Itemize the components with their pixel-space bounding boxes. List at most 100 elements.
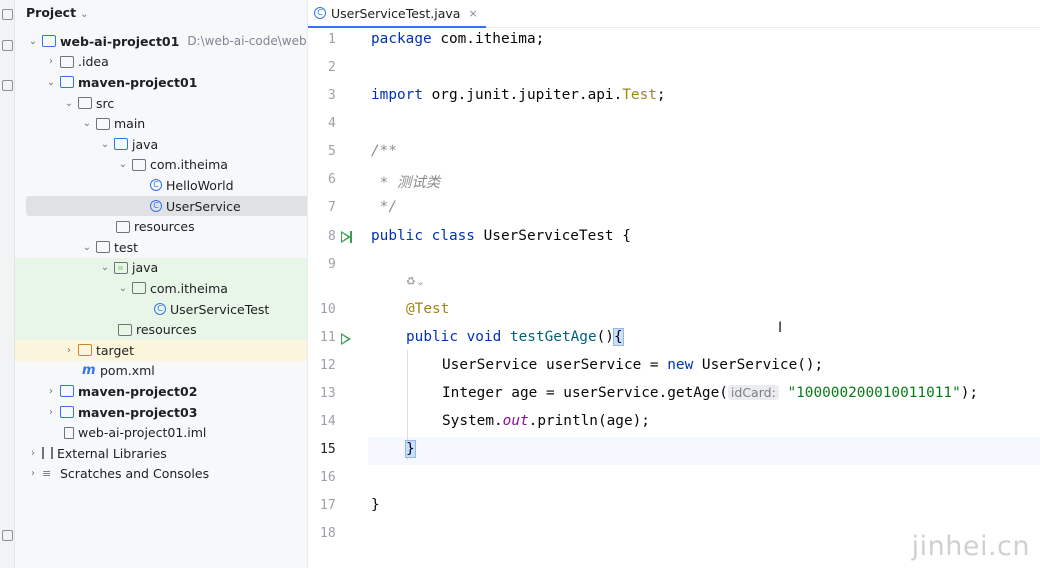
code-token: }: [405, 440, 416, 458]
excluded-folder-icon: [78, 344, 92, 357]
tree-item-main[interactable]: ⌄ main: [15, 113, 307, 134]
line-number: 13: [320, 386, 336, 401]
code-line-10: @Test: [406, 301, 450, 317]
tree-item-maven-project02[interactable]: › maven-project02: [15, 381, 307, 402]
editor-tab-bar: C UserServiceTest.java ×: [308, 0, 1040, 28]
test-source-folder-icon: [114, 261, 128, 274]
chevron-right-icon[interactable]: ›: [49, 56, 53, 68]
code-token: System.: [442, 413, 503, 429]
tree-item-src[interactable]: ⌄ src: [15, 93, 307, 114]
tree-item-resources-test[interactable]: resources: [15, 319, 307, 340]
code-token: .println(age);: [528, 413, 650, 429]
project-tool-icon[interactable]: [2, 9, 13, 20]
editor-tab[interactable]: C UserServiceTest.java ×: [308, 0, 486, 28]
run-class-icon[interactable]: [341, 231, 351, 243]
folder-icon: [60, 55, 74, 68]
code-line-8: public class UserServiceTest {: [371, 228, 631, 244]
chevron-down-icon[interactable]: ⌄: [28, 35, 38, 47]
codelens-usage-hint[interactable]: ♻⌄: [406, 275, 426, 288]
chevron-right-icon[interactable]: ›: [49, 385, 53, 397]
chevron-down-icon[interactable]: ⌄: [118, 159, 128, 171]
module-folder-icon: [42, 35, 56, 48]
package-icon: [132, 282, 146, 295]
current-line-highlight: [368, 437, 1040, 465]
chevron-down-icon[interactable]: ⌄: [64, 97, 74, 109]
line-number: 7: [328, 200, 336, 215]
tree-item-label: resources: [134, 219, 195, 235]
maven-icon: m: [82, 362, 96, 378]
code-token: import: [371, 87, 423, 103]
tree-item-label: Scratches and Consoles: [60, 466, 210, 482]
chevron-down-icon[interactable]: ⌄: [100, 262, 110, 274]
code-token: (): [596, 329, 614, 345]
chevron-down-icon[interactable]: ⌄: [80, 9, 89, 20]
code-editor[interactable]: 1 2 3 4 5 6 7 8 9 10 11 12 13 14 15 16 1…: [308, 28, 1040, 568]
library-icon: [42, 447, 53, 460]
tree-item-idea[interactable]: › .idea: [15, 52, 307, 73]
line-number: 17: [320, 498, 336, 513]
tree-item-maven-project01[interactable]: ⌄ maven-project01: [15, 72, 307, 93]
line-number: 2: [328, 60, 336, 75]
tree-item-label: test: [114, 239, 139, 255]
tree-item-label: UserServiceTest: [170, 301, 270, 317]
commit-tool-icon[interactable]: [2, 40, 13, 51]
tree-item-target[interactable]: › target: [15, 340, 307, 361]
tree-item-package-main[interactable]: ⌄ com.itheima: [15, 155, 307, 176]
tree-item-userservice[interactable]: C UserService: [26, 195, 307, 217]
tree-item-test[interactable]: ⌄ test: [15, 237, 307, 258]
chevron-down-icon[interactable]: ⌄: [82, 118, 92, 130]
project-panel-header[interactable]: Project⌄: [26, 5, 88, 20]
tree-item-label: com.itheima: [150, 280, 228, 296]
code-token: ;: [656, 87, 666, 103]
tree-item-label: web-ai-project01.iml: [78, 425, 207, 441]
chevron-down-icon[interactable]: ⌄: [46, 76, 56, 88]
code-token: package: [371, 31, 432, 47]
tree-item-java-test[interactable]: ⌄ java: [15, 257, 307, 279]
code-line-1: package com.itheima;: [371, 31, 544, 47]
tree-item-maven-project03[interactable]: › maven-project03: [15, 402, 307, 423]
chevron-right-icon[interactable]: ›: [31, 447, 35, 459]
chevron-right-icon[interactable]: ›: [31, 468, 35, 480]
tree-item-label: pom.xml: [100, 363, 155, 379]
parameter-hint: idCard:: [727, 385, 779, 400]
tree-item-package-test[interactable]: ⌄ com.itheima: [15, 278, 307, 299]
tree-item-external-libraries[interactable]: › External Libraries: [15, 443, 307, 464]
terminal-tool-icon[interactable]: [2, 530, 13, 541]
close-icon[interactable]: ×: [468, 6, 478, 20]
run-test-icon[interactable]: [341, 333, 351, 345]
tool-window-stripe: [0, 0, 15, 568]
line-number: 16: [320, 470, 336, 485]
chevron-right-icon[interactable]: ›: [49, 406, 53, 418]
line-number: 14: [320, 414, 336, 429]
code-token: testGetAge: [501, 329, 597, 345]
tree-item-helloworld[interactable]: C HelloWorld: [15, 175, 307, 196]
line-number: 4: [328, 116, 336, 131]
tree-item-label: main: [114, 116, 146, 132]
code-line-6: * 测试类: [371, 175, 441, 191]
tree-item-label: java: [132, 260, 159, 276]
folder-icon: [78, 97, 92, 110]
resources-folder-icon: [116, 220, 130, 233]
tree-item-iml[interactable]: web-ai-project01.iml: [15, 422, 307, 443]
structure-tool-icon[interactable]: [2, 80, 13, 91]
java-class-icon: C: [154, 303, 166, 316]
tree-item-userservicetest[interactable]: C UserServiceTest: [15, 298, 307, 320]
tree-item-resources-main[interactable]: resources: [15, 216, 307, 237]
tree-item-label: target: [96, 342, 135, 358]
module-folder-icon: [60, 406, 74, 419]
tree-item-scratches[interactable]: › ≡ Scratches and Consoles: [15, 464, 307, 485]
chevron-down-icon[interactable]: ⌄: [82, 241, 92, 253]
chevron-right-icon[interactable]: ›: [67, 344, 71, 356]
tree-item-root[interactable]: ⌄ web-ai-project01 D:\web-ai-code\web-ai: [15, 31, 307, 52]
chevron-down-icon[interactable]: ⌄: [100, 138, 110, 150]
line-number: 8: [328, 229, 336, 244]
tree-item-java-main[interactable]: ⌄ java: [15, 134, 307, 155]
mouse-text-cursor: I: [778, 320, 783, 336]
line-number: 9: [328, 257, 336, 272]
tree-item-pom[interactable]: m pom.xml: [15, 361, 307, 382]
tab-label: UserServiceTest.java: [331, 5, 461, 21]
line-number: 12: [320, 358, 336, 373]
code-token: UserService userService =: [442, 357, 668, 373]
chevron-down-icon[interactable]: ⌄: [118, 282, 128, 294]
run-class-icon-bar: [350, 231, 352, 243]
